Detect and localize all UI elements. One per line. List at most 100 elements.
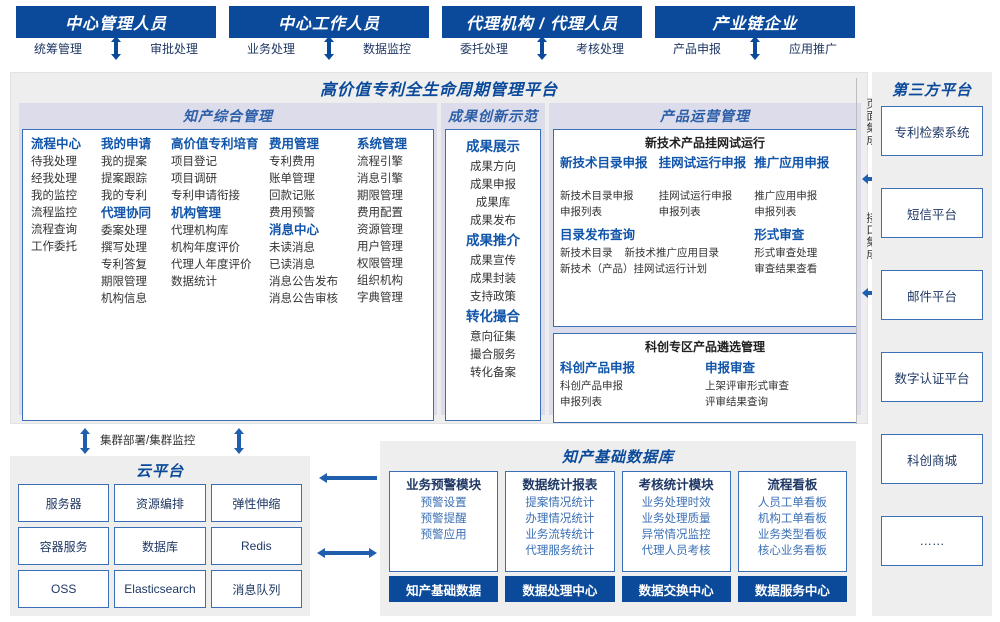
ip-item-3-0-1[interactable]: 账单管理 <box>269 173 315 185</box>
db-column-item-1-0[interactable]: 提案情况统计 <box>525 497 595 509</box>
ip-item-1-1-4[interactable]: 机构信息 <box>101 293 147 305</box>
product-item-catalog-2[interactable]: 新技术（产品）挂网试运行计划 <box>560 263 707 275</box>
product-item-1-1-0[interactable]: 上架评审形式审查 <box>705 380 789 392</box>
db-column-item-0-0[interactable]: 预警设置 <box>420 497 467 509</box>
db-column-item-0-1[interactable]: 预警提醒 <box>420 513 467 525</box>
product-item-1-1-1[interactable]: 评审结果查询 <box>705 396 768 408</box>
ip-item-2-0-2[interactable]: 专利申请衔接 <box>171 190 240 202</box>
ip-group-head-1-0[interactable]: 我的申请 <box>101 137 152 151</box>
ach-item-1-1[interactable]: 成果封装 <box>470 273 516 285</box>
db-column-foot-2[interactable]: 数据交换中心 <box>621 576 731 602</box>
ip-item-1-0-2[interactable]: 我的专利 <box>101 190 147 202</box>
ip-item-2-0-1[interactable]: 项目调研 <box>171 173 217 185</box>
ip-item-4-0-3[interactable]: 费用配置 <box>357 207 403 219</box>
db-column-foot-0[interactable]: 知产基础数据 <box>389 576 499 602</box>
third-party-item-1[interactable]: 短信平台 <box>881 188 983 238</box>
ach-item-1-0[interactable]: 成果宣传 <box>470 255 516 267</box>
ip-group-head-4-0[interactable]: 系统管理 <box>357 137 408 151</box>
ip-item-0-0-0[interactable]: 待我处理 <box>31 156 77 168</box>
cloud-cell-2[interactable]: 弹性伸缩 <box>210 484 302 522</box>
ip-item-4-0-2[interactable]: 期限管理 <box>357 190 403 202</box>
ach-group-head-2[interactable]: 转化撮合 <box>466 309 520 324</box>
db-column-head-1[interactable]: 数据统计报表 <box>522 478 598 492</box>
ip-item-0-0-3[interactable]: 流程监控 <box>31 207 77 219</box>
db-column-item-1-1[interactable]: 办理情况统计 <box>525 513 595 525</box>
db-column-foot-3[interactable]: 数据服务中心 <box>737 576 847 602</box>
ip-item-0-0-2[interactable]: 我的监控 <box>31 190 77 202</box>
db-column-item-3-3[interactable]: 核心业务看板 <box>757 545 827 557</box>
third-party-item-3[interactable]: 数字认证平台 <box>881 352 983 402</box>
db-column-item-2-3[interactable]: 代理人员考核 <box>641 545 711 557</box>
ach-item-2-0[interactable]: 意向征集 <box>470 331 516 343</box>
ach-item-2-2[interactable]: 转化备案 <box>470 367 516 379</box>
db-column-item-2-0[interactable]: 业务处理时效 <box>641 497 711 509</box>
db-column-item-3-0[interactable]: 人员工单看板 <box>757 497 827 509</box>
ip-group-head-2-1[interactable]: 机构管理 <box>171 206 222 220</box>
product-item-catalog-1[interactable]: 新技术推广应用目录 <box>624 247 720 259</box>
third-party-item-2[interactable]: 邮件平台 <box>881 270 983 320</box>
ip-item-3-0-2[interactable]: 回款记账 <box>269 190 315 202</box>
db-column-foot-1[interactable]: 数据处理中心 <box>505 576 615 602</box>
product-col-head-0-2[interactable]: 推广应用申报 <box>754 156 830 170</box>
ip-item-2-0-0[interactable]: 项目登记 <box>171 156 217 168</box>
ip-item-4-0-5[interactable]: 用户管理 <box>357 241 403 253</box>
ip-item-4-0-1[interactable]: 消息引擎 <box>357 173 403 185</box>
ach-item-0-0[interactable]: 成果方向 <box>470 161 516 173</box>
ip-group-head-0-0[interactable]: 流程中心 <box>31 137 82 151</box>
db-column-item-1-3[interactable]: 代理服务统计 <box>525 545 595 557</box>
product-col-head-catalog[interactable]: 目录发布查询 <box>560 228 636 242</box>
product-item-review-0[interactable]: 形式审查处理 <box>754 247 818 259</box>
ach-item-0-3[interactable]: 成果发布 <box>470 215 516 227</box>
product-col-head-0-1[interactable]: 挂网试运行申报 <box>658 156 747 170</box>
cloud-cell-8[interactable]: 消息队列 <box>210 570 302 608</box>
ip-item-4-0-0[interactable]: 流程引擎 <box>357 156 403 168</box>
ip-item-3-1-3[interactable]: 消息公告审核 <box>269 293 338 305</box>
ip-item-1-1-1[interactable]: 撰写处理 <box>101 242 147 254</box>
db-column-item-2-2[interactable]: 异常情况监控 <box>641 529 711 541</box>
db-column-head-0[interactable]: 业务预警模块 <box>406 478 482 492</box>
db-column-item-3-1[interactable]: 机构工单看板 <box>757 513 827 525</box>
ip-item-2-1-2[interactable]: 代理人年度评价 <box>171 259 252 271</box>
ip-item-4-0-8[interactable]: 字典管理 <box>357 292 403 304</box>
product-item-0-1-1[interactable]: 申报列表 <box>658 206 701 218</box>
product-col-head-0-0[interactable]: 新技术目录申报 <box>560 156 648 170</box>
third-party-item-0[interactable]: 专利检索系统 <box>881 106 983 156</box>
ip-item-4-0-4[interactable]: 资源管理 <box>357 224 403 236</box>
product-item-0-2-1[interactable]: 申报列表 <box>754 206 797 218</box>
ip-item-2-1-3[interactable]: 数据统计 <box>171 276 217 288</box>
db-column-head-3[interactable]: 流程看板 <box>767 478 818 492</box>
ip-item-1-0-0[interactable]: 我的提案 <box>101 156 147 168</box>
product-item-1-0-0[interactable]: 科创产品申报 <box>560 380 623 392</box>
cloud-cell-7[interactable]: Elasticsearch <box>114 570 206 608</box>
ip-item-3-1-0[interactable]: 未读消息 <box>269 242 315 254</box>
ip-item-0-0-5[interactable]: 工作委托 <box>31 241 77 253</box>
ip-group-head-2-0[interactable]: 高价值专利培育 <box>171 137 259 151</box>
ip-group-head-3-1[interactable]: 消息中心 <box>269 223 320 237</box>
product-col-head-review[interactable]: 形式审查 <box>754 228 805 242</box>
ip-item-0-0-4[interactable]: 流程查询 <box>31 224 77 236</box>
ip-item-3-0-3[interactable]: 费用预警 <box>269 207 315 219</box>
product-item-review-1[interactable]: 审查结果查看 <box>754 263 818 275</box>
ip-item-3-1-1[interactable]: 已读消息 <box>269 259 315 271</box>
ip-group-head-3-0[interactable]: 费用管理 <box>269 137 320 151</box>
ip-item-3-0-0[interactable]: 专利费用 <box>269 156 315 168</box>
ip-item-2-1-0[interactable]: 代理机构库 <box>171 225 229 237</box>
ip-item-2-1-1[interactable]: 机构年度评价 <box>171 242 240 254</box>
db-column-item-0-2[interactable]: 预警应用 <box>420 529 467 541</box>
cloud-cell-1[interactable]: 资源编排 <box>114 484 206 522</box>
ip-item-1-1-0[interactable]: 委案处理 <box>101 225 147 237</box>
product-item-0-2-0[interactable]: 推广应用申报 <box>754 190 818 202</box>
db-column-head-2[interactable]: 考核统计模块 <box>638 478 714 492</box>
product-item-0-0-0[interactable]: 新技术目录申报 <box>560 190 634 202</box>
ip-item-1-0-1[interactable]: 提案跟踪 <box>101 173 147 185</box>
ip-group-head-1-1[interactable]: 代理协同 <box>101 206 152 220</box>
db-column-item-3-2[interactable]: 业务类型看板 <box>757 529 827 541</box>
db-column-item-2-1[interactable]: 业务处理质量 <box>641 513 711 525</box>
third-party-item-4[interactable]: 科创商城 <box>881 434 983 484</box>
product-item-0-1-0[interactable]: 挂网试运行申报 <box>658 190 733 202</box>
ach-item-0-2[interactable]: 成果库 <box>475 197 511 209</box>
product-col-head-1-1[interactable]: 申报审查 <box>705 361 756 375</box>
ach-item-2-1[interactable]: 撮合服务 <box>470 349 516 361</box>
cloud-cell-6[interactable]: OSS <box>18 570 110 608</box>
ip-item-4-0-6[interactable]: 权限管理 <box>357 258 403 270</box>
